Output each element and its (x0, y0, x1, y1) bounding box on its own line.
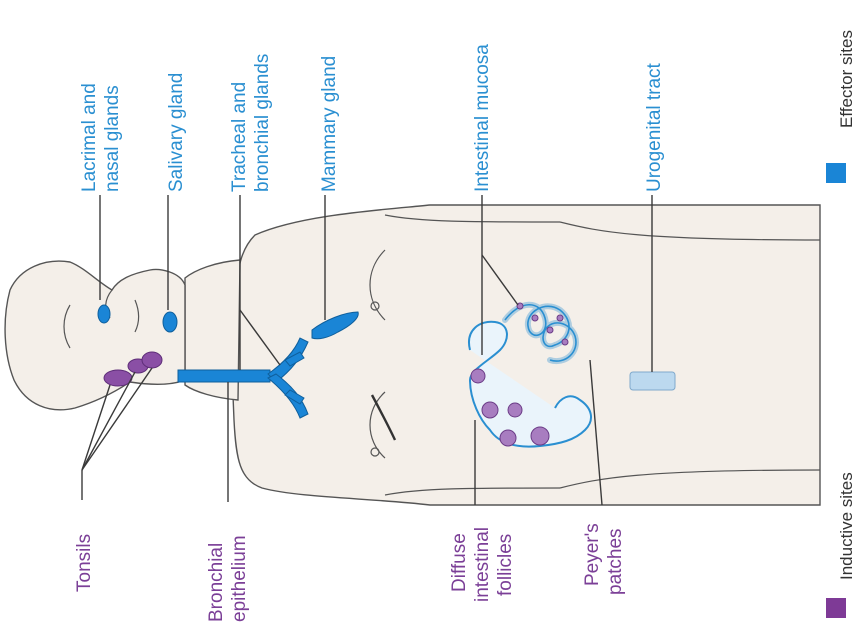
follicle-2 (482, 402, 498, 418)
label-intestinal-mucosa: Intestinal mucosa (472, 44, 493, 192)
label-peyers-line2: patches (605, 528, 626, 595)
label-peyers-line1: Peyer's (582, 523, 603, 586)
follicle-1 (471, 369, 485, 383)
legend-effector-label: Effector sites (837, 30, 856, 128)
head (5, 261, 185, 410)
label-lacrimal-line2: nasal glands (102, 85, 123, 192)
legend: Effector sites Inductive sites (826, 30, 856, 618)
label-tracheal-line1: Tracheal and (229, 82, 250, 192)
salivary-gland-shape (163, 312, 177, 332)
label-diffuse-line3: follicles (495, 534, 516, 596)
patch-2 (547, 327, 553, 333)
label-tracheal-line2: bronchial glands (252, 54, 273, 192)
label-tonsils: Tonsils (74, 534, 95, 592)
label-urogenital: Urogenital tract (644, 62, 665, 192)
legend-inductive-label: Inductive sites (837, 472, 856, 580)
body-outline (5, 205, 820, 505)
patch-3 (562, 339, 568, 345)
patch-1 (532, 315, 538, 321)
inductive-labels: Tonsils Bronchial epithelium Diffuse int… (74, 523, 626, 622)
tonsil-3 (142, 352, 162, 368)
label-lacrimal-line1: Lacrimal and (79, 83, 100, 192)
tonsil-1 (104, 370, 132, 386)
follicle-3 (500, 430, 516, 446)
legend-effector-swatch (826, 163, 846, 183)
label-salivary: Salivary gland (166, 73, 187, 192)
urogenital-shape (630, 372, 675, 390)
patch-5 (557, 315, 563, 321)
follicle-4 (531, 427, 549, 445)
trachea-shape (178, 370, 270, 382)
follicle-5 (508, 403, 522, 417)
label-bronchial-line1: Bronchial (206, 543, 227, 622)
effector-labels: Lacrimal and nasal glands Salivary gland… (79, 44, 665, 192)
label-mammary: Mammary gland (319, 56, 340, 192)
legend-inductive-swatch (826, 598, 846, 618)
label-bronchial-line2: epithelium (229, 535, 250, 622)
label-diffuse-line2: intestinal (472, 527, 493, 602)
label-diffuse-line1: Diffuse (449, 533, 470, 592)
lacrimal-gland-shape (98, 305, 110, 323)
torso (233, 205, 820, 505)
